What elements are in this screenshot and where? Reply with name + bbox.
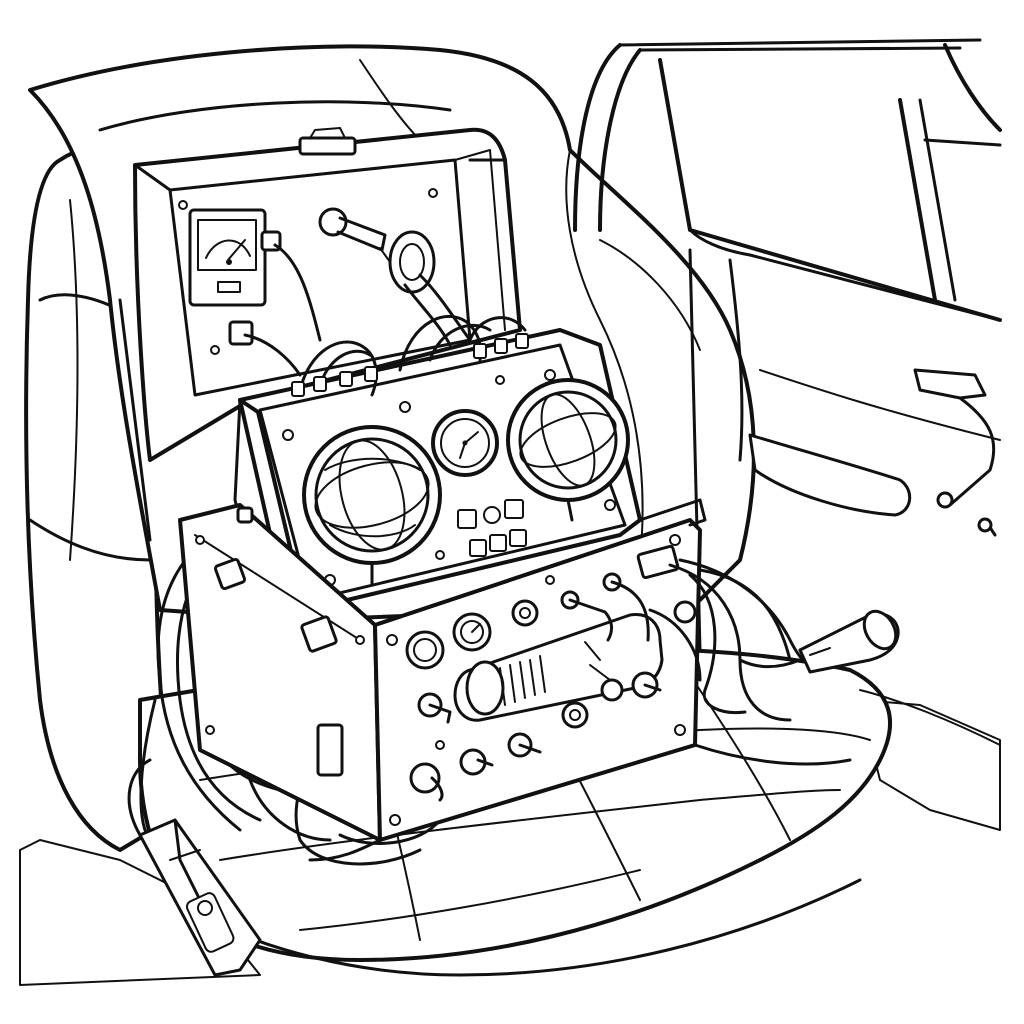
tuning-dial-window-icon [453,613,664,722]
box-knob-1-icon [511,599,539,627]
gauge-panel-unit [233,315,642,612]
door-handle-icon [913,368,987,400]
main-radio-box [178,498,707,842]
box-small-gauge-2-icon [452,612,492,652]
left-large-dial-icon [302,425,442,587]
right-large-dial-icon [506,378,630,522]
switch-cluster [457,499,527,557]
controller-button-icon [197,900,213,916]
center-clock-gauge-icon [431,409,499,477]
seat-base-edge [308,743,852,862]
box-knob-2-icon [600,678,624,702]
toggle-switch-1-icon [457,509,477,529]
toggle-switch-2-icon [483,506,501,524]
lid-knob-icon [318,207,348,237]
box-knob-3-icon [561,701,589,729]
box-large-knob-icon [409,762,441,794]
case-latch-icon [298,136,357,156]
toggle-switch-3-icon [504,499,524,519]
handheld-controller [127,758,262,977]
car-door [573,38,1002,746]
box-small-gauge-icon [405,630,445,670]
equipment-case-lid [133,127,522,462]
box-lower-knobs [409,692,542,802]
right-cables [636,544,900,722]
